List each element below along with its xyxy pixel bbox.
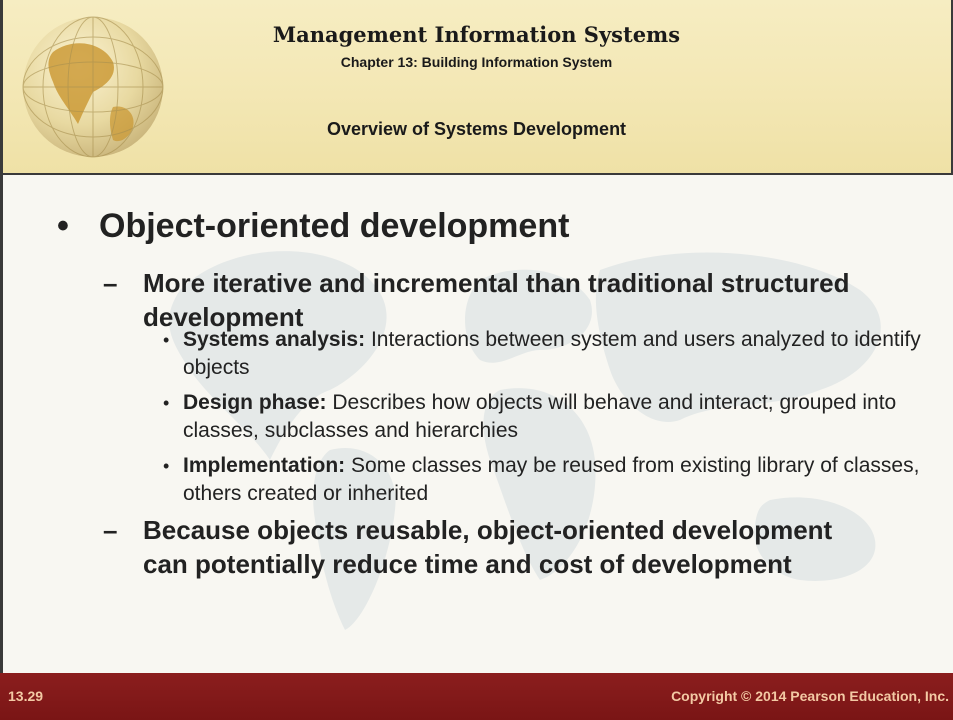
dash-icon: – xyxy=(103,515,118,545)
sub-bullet-2-text: Because objects reusable, object-oriente… xyxy=(143,515,833,579)
globe-icon xyxy=(22,16,164,158)
bullet-icon: • xyxy=(163,456,170,476)
slide-header: Management Information Systems Chapter 1… xyxy=(0,0,953,175)
bullet-icon: • xyxy=(57,207,69,245)
item-label: Implementation: xyxy=(183,454,346,477)
copyright-notice: Copyright © 2014 Pearson Education, Inc. xyxy=(671,688,949,704)
item-text: Some classes may be reused from existing… xyxy=(183,454,920,505)
item-label: Design phase: xyxy=(183,391,327,414)
slide-number: 13.29 xyxy=(8,688,44,704)
sub-bullet-1-text: More iterative and incremental than trad… xyxy=(143,268,850,332)
topic-title: Overview of Systems Development xyxy=(326,119,627,139)
item-text: Describes how objects will behave and in… xyxy=(183,391,897,442)
main-bullet-text: Object-oriented development xyxy=(99,207,570,245)
right-border xyxy=(951,0,953,173)
slide-footer: 13.29 Copyright © 2014 Pearson Education… xyxy=(0,673,953,720)
item-text: Interactions between system and users an… xyxy=(183,328,921,379)
bullet-icon: • xyxy=(163,330,170,350)
item-label: Systems analysis: xyxy=(183,328,366,351)
bullet-icon: • xyxy=(163,393,170,413)
course-title: Management Information Systems xyxy=(272,22,681,47)
chapter-title: Chapter 13: Building Information System xyxy=(340,54,613,70)
world-map-watermark xyxy=(169,251,881,630)
slide-content: • Object-oriented development – More ite… xyxy=(0,173,953,673)
dash-icon: – xyxy=(103,268,118,298)
left-border xyxy=(0,0,3,720)
